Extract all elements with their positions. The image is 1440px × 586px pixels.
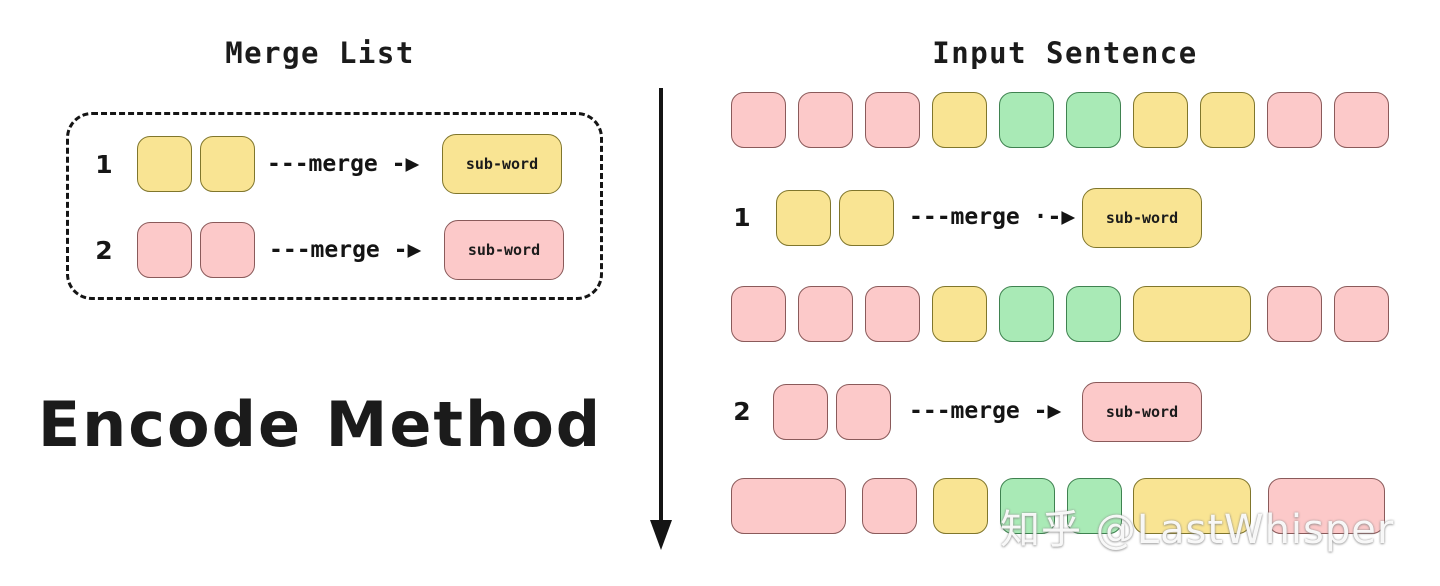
downward-flow-arrow	[640, 88, 684, 552]
seq1-token-2-pink	[798, 92, 853, 148]
merge-rule-index-2: 2	[95, 236, 113, 265]
seq2-token-2-pink	[798, 286, 853, 342]
seq3-token-7-pink-merged	[1268, 478, 1385, 534]
page-title-merge-list: Merge List	[225, 36, 415, 70]
apply-rule-1-input-token-1	[776, 190, 831, 246]
seq2-token-3-pink	[865, 286, 920, 342]
apply-rule-1-result-label: sub-word	[1105, 209, 1179, 227]
seq2-token-9-pink	[1334, 286, 1389, 342]
seq1-token-8-yellow	[1200, 92, 1255, 148]
seq2-token-1-pink	[731, 286, 786, 342]
merge-rule-2-result-chip: sub-word	[444, 220, 564, 280]
apply-rule-1-result-chip: sub-word	[1082, 188, 1202, 248]
merge-rule-1-input-token-2	[200, 136, 255, 192]
seq2-token-8-pink	[1267, 286, 1322, 342]
merge-list-container	[66, 112, 603, 300]
seq2-token-7-yellow-merged	[1133, 286, 1251, 342]
seq3-token-1-pink-merged	[731, 478, 846, 534]
apply-rule-2-arrow-label: ---merge -▶	[909, 398, 1062, 424]
seq1-token-10-pink	[1334, 92, 1389, 148]
apply-rule-2-result-label: sub-word	[1105, 403, 1179, 421]
seq1-token-5-green	[999, 92, 1054, 148]
seq3-token-5-green	[1067, 478, 1122, 534]
merge-rule-2-input-token-1	[137, 222, 192, 278]
merge-rule-2-arrow-label: ---merge -▶	[269, 237, 422, 263]
apply-rule-1-index: 1	[733, 203, 751, 232]
seq2-token-6-green	[1066, 286, 1121, 342]
merge-rule-1-result-chip: sub-word	[442, 134, 562, 194]
merge-rule-index-1: 1	[95, 150, 113, 179]
seq1-token-7-yellow	[1133, 92, 1188, 148]
encode-method-caption: Encode Method	[37, 388, 603, 461]
seq3-token-2-pink	[862, 478, 917, 534]
apply-rule-2-input-token-1	[773, 384, 828, 440]
merge-rule-1-input-token-1	[137, 136, 192, 192]
apply-rule-1-input-token-2	[839, 190, 894, 246]
apply-rule-1-arrow-label: ---merge ·-▶	[909, 204, 1076, 230]
seq1-token-4-yellow	[932, 92, 987, 148]
merge-rule-2-input-token-2	[200, 222, 255, 278]
page-title-input-sentence: Input Sentence	[932, 36, 1198, 70]
seq3-token-4-green	[1000, 478, 1055, 534]
merge-rule-1-result-label: sub-word	[465, 155, 539, 173]
seq3-token-3-yellow	[933, 478, 988, 534]
seq1-token-3-pink	[865, 92, 920, 148]
seq1-token-1-pink	[731, 92, 786, 148]
seq1-token-6-green	[1066, 92, 1121, 148]
apply-rule-2-index: 2	[733, 397, 751, 426]
seq2-token-5-green	[999, 286, 1054, 342]
apply-rule-2-result-chip: sub-word	[1082, 382, 1202, 442]
seq2-token-4-yellow	[932, 286, 987, 342]
seq1-token-9-pink	[1267, 92, 1322, 148]
apply-rule-2-input-token-2	[836, 384, 891, 440]
seq3-token-6-yellow-merged	[1133, 478, 1251, 534]
merge-rule-1-arrow-label: ---merge -▶	[267, 151, 420, 177]
merge-rule-2-result-label: sub-word	[467, 241, 541, 259]
